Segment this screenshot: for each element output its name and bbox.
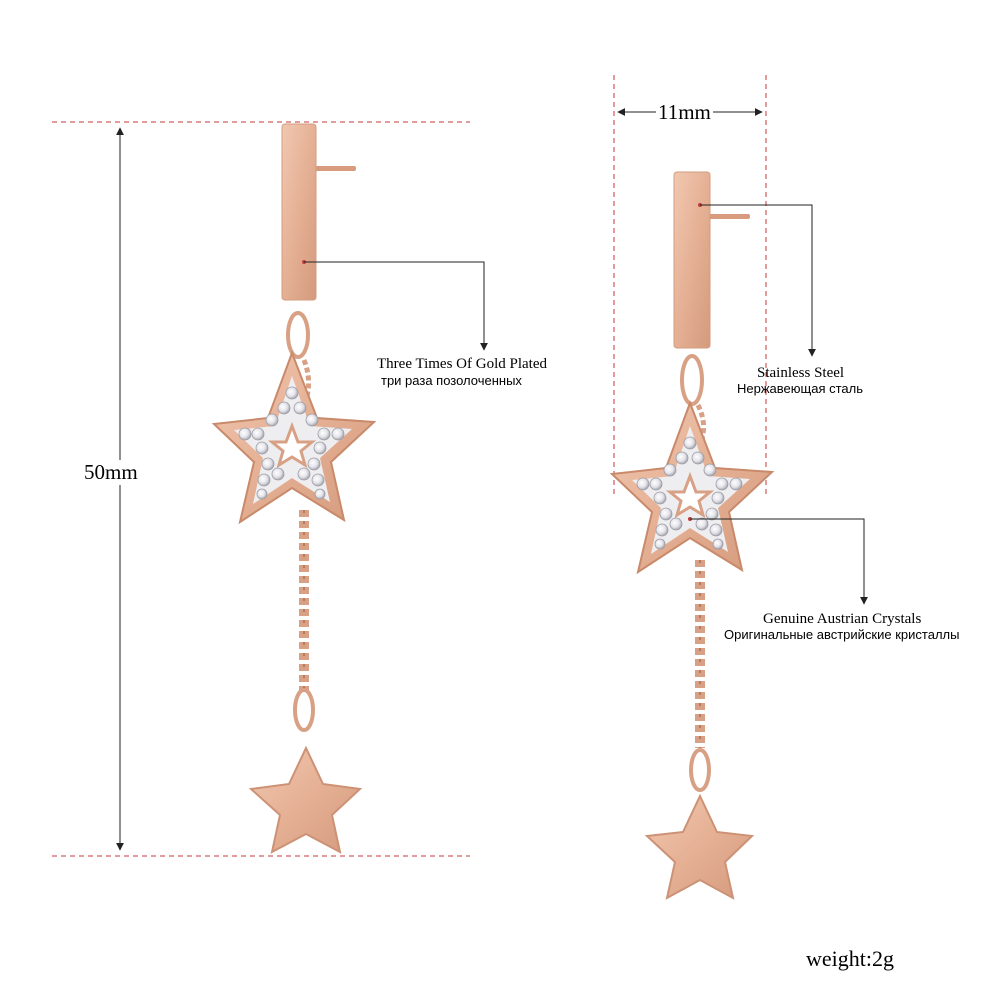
- steel-label-ru: Нержавеющая сталь: [737, 381, 863, 396]
- right-earring: [609, 171, 775, 900]
- callout-leaders: [302, 203, 868, 605]
- gold-plated-label: Three Times Of Gold Plated: [377, 356, 547, 372]
- crystals-leader: [690, 518, 868, 605]
- crystal-star: [211, 350, 377, 525]
- solid-star: [248, 745, 363, 854]
- solid-star: [644, 793, 755, 900]
- gold-plated-leader: [304, 261, 488, 351]
- earring-post: [312, 166, 356, 171]
- bar-top: [673, 171, 711, 349]
- bottom-ring: [689, 748, 711, 792]
- bar-top: [281, 123, 317, 301]
- steel-leader: [700, 204, 816, 357]
- bottom-ring: [293, 688, 315, 732]
- height-label: 50mm: [84, 460, 138, 485]
- height-dimension: [52, 121, 470, 857]
- left-earring: [211, 123, 377, 854]
- jump-ring: [680, 354, 704, 406]
- jump-ring: [286, 311, 310, 359]
- crystal-star: [609, 400, 775, 575]
- earring-post: [704, 214, 750, 219]
- crystals-label: Genuine Austrian Crystals: [763, 611, 922, 627]
- gold-plated-label-ru: три раза позолоченных: [381, 373, 522, 388]
- crystals-label-ru: Оригинальные австрийские кристаллы: [724, 627, 960, 642]
- steel-label: Stainless Steel: [757, 365, 845, 381]
- weight-label: weight:2g: [806, 946, 894, 971]
- width-label: 11mm: [656, 100, 713, 125]
